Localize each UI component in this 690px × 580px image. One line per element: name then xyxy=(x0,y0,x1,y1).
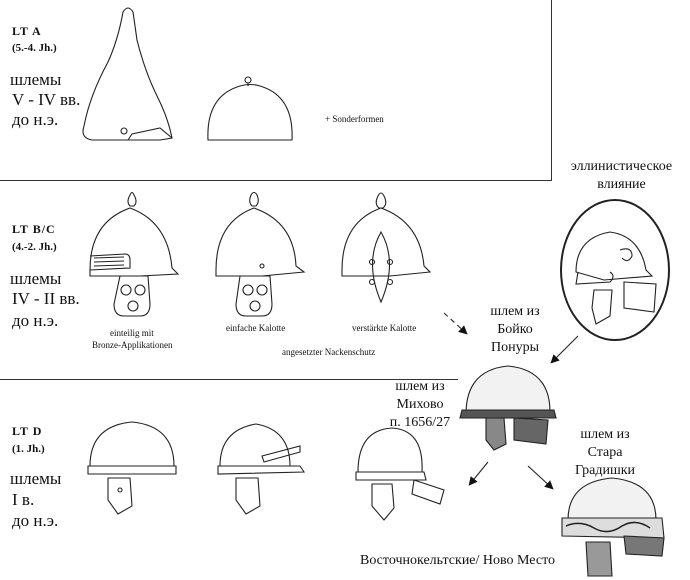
label-mihovo-3: п. 1656/27 xyxy=(389,415,451,430)
helmet-stara-gradishka xyxy=(561,477,665,577)
helmet-dome-lta xyxy=(207,76,293,141)
row-divider-2 xyxy=(0,379,458,380)
ru-title-lta-1: шлемы xyxy=(10,70,62,89)
helmet-einfache-ltbc xyxy=(215,191,306,317)
caption-verstaerkte-kalotte: verstärkte Kalotte xyxy=(352,323,417,333)
period-years-ltd: (1. Jh.) xyxy=(12,443,45,455)
ru-title-lta-3: до н.э. xyxy=(12,110,59,129)
label-mihovo-1: шлем из xyxy=(395,379,445,394)
label-hellenistic-2: влияние xyxy=(597,177,646,192)
arrow-to-novo-mesto xyxy=(468,461,489,486)
ru-title-ltd-3: до н.э. xyxy=(12,511,59,530)
caption-einteilig-1: einteilig mit xyxy=(110,328,154,338)
helmet-einteilig-ltbc xyxy=(89,191,180,317)
helmet-ltd-1 xyxy=(87,421,177,515)
label-boyko-1: шлем из xyxy=(490,304,540,319)
period-years-lta: (5.-4. Jh.) xyxy=(12,42,57,54)
helmet-ltd-2 xyxy=(217,423,306,515)
label-stara-3: Градишки xyxy=(574,463,636,478)
arrow-dashed xyxy=(443,312,468,335)
ru-title-lta-2: V - IV вв. xyxy=(12,90,81,109)
ru-title-ltbc-2: IV - II вв. xyxy=(12,289,80,308)
period-code-lta: LT A xyxy=(12,24,42,38)
helmet-ltd-3 xyxy=(355,427,445,521)
column-divider xyxy=(551,0,552,180)
label-mihovo-2: Михово xyxy=(396,397,444,412)
label-stara-1: шлем из xyxy=(580,427,630,442)
arrow-to-stara xyxy=(527,465,554,490)
caption-einfache-kalotte: einfache Kalotte xyxy=(226,323,286,333)
arrow-hellenistic xyxy=(550,335,579,364)
ru-title-ltbc-1: шлемы xyxy=(10,269,62,288)
caption-einteilig-2: Bronze-Applikationen xyxy=(92,340,173,350)
label-hellenistic-1: эллинистическое xyxy=(570,159,673,174)
helmet-hellenistic xyxy=(560,199,670,341)
ru-title-ltd-2: I в. xyxy=(12,490,35,509)
row-divider-1 xyxy=(0,180,552,181)
label-boyko-3: Понуры xyxy=(490,340,539,355)
helmet-boyko-ponury xyxy=(459,365,557,451)
helmet-verstaerkte-ltbc xyxy=(341,192,432,304)
ru-title-ltbc-3: до н.э. xyxy=(12,311,59,330)
label-east-celtic: Восточнокельтские/ Ново Место xyxy=(360,553,556,568)
label-stara-2: Стара xyxy=(587,445,623,460)
caption-nackenschutz: angesetzter Nackenschutz xyxy=(282,347,376,357)
label-boyko-2: Бойко xyxy=(497,322,533,337)
ru-title-ltd-1: шлемы xyxy=(10,469,62,488)
helmet-conical-lta xyxy=(82,7,173,141)
caption-sonderformen: + Sonderformen xyxy=(325,114,384,124)
period-code-ltd: LT D xyxy=(12,424,43,438)
period-years-ltbc: (4.-2. Jh.) xyxy=(12,241,57,253)
period-code-ltbc: LT B/C xyxy=(12,222,56,236)
